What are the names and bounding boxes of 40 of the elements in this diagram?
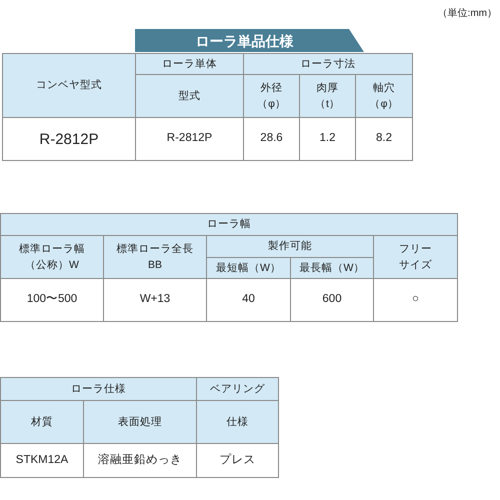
unit-note: （単位:mm） [438,9,497,19]
header-label: 標準ローラ全長 [116,244,194,254]
banner-title: ローラ単品仕様 [196,34,294,48]
header-label: 軸穴 [373,82,395,93]
value-text: STKM12A [16,454,68,466]
header-label: 表面処理 [118,416,162,428]
header-label: サイズ [399,260,432,270]
value-text: 8.2 [376,133,392,145]
header-label: （公称）W [25,260,79,270]
header-label: BB [148,260,162,270]
value-text: 40 [242,294,255,306]
value-text: R-2812P [166,133,212,145]
header-label: 型式 [178,90,200,102]
value-text: R-2812P [39,132,99,146]
value-text: 溶融亜鉛めっき [98,454,182,466]
header-label: ローラ幅 [207,219,251,230]
header-label: ローラ寸法 [300,58,356,70]
header-label: 標準ローラ幅 [19,244,85,254]
header-label: （φ） [257,99,286,110]
value-text: プレス [220,454,256,466]
header-label: 外径 [260,82,282,93]
header-label: ベアリング [210,384,265,394]
header-label: ローラ単体 [162,58,217,70]
header-label: 材質 [31,416,53,428]
header-label: 肉厚 [316,82,338,93]
header-label: ローラ仕様 [71,384,126,394]
value-text: 28.6 [260,133,283,145]
header-label: コンベヤ型式 [36,80,102,91]
header-label: フリー [399,244,432,254]
header-label: 仕様 [226,416,248,428]
header-label: 製作可能 [268,241,312,252]
header-label: （φ） [370,99,398,110]
header-label: 最短幅（W） [216,262,281,274]
value-text: 1.2 [320,133,336,145]
value-text: 100〜500 [26,294,78,306]
header-label: 最長幅（W） [300,262,364,274]
value-text: W+13 [140,294,170,306]
value-text: 600 [322,294,342,306]
value-text: ○ [412,294,419,306]
header-label: （t） [315,99,340,110]
